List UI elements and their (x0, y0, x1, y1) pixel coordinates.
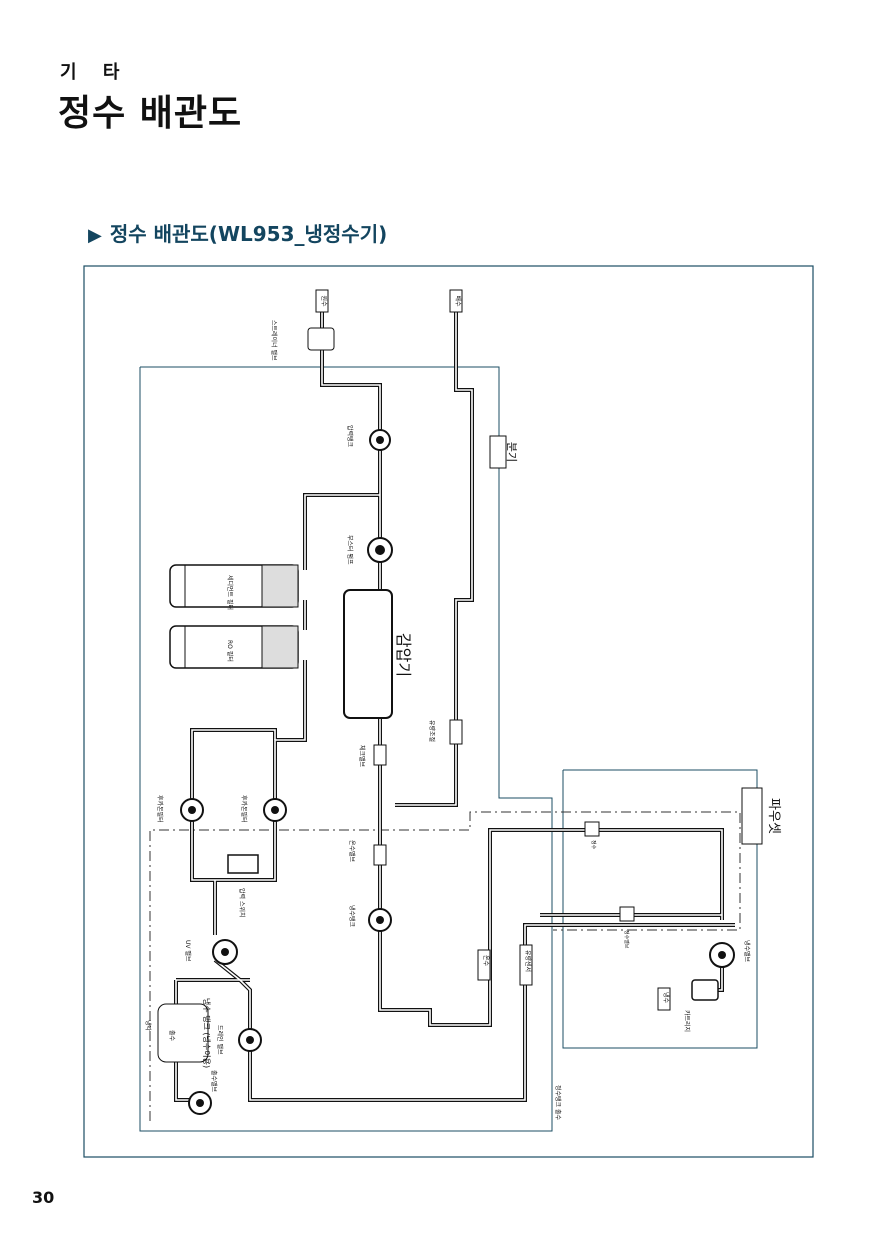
flow-sensor-label: 유량센서 (524, 950, 532, 972)
uv-valve: UV 밸브 (184, 939, 238, 965)
out-label: 출수 (168, 1030, 176, 1042)
pressure-switch: 압력 스위치 (227, 854, 259, 918)
cold-water-box (657, 987, 671, 1011)
pipes-core (175, 310, 735, 1101)
svg-text:드레인 밸브: 드레인 밸브 (216, 1025, 224, 1055)
tank-box: 냉수 탱크 (냉수이용) 냉각 (144, 998, 212, 1068)
solenoid-valve-body (307, 327, 335, 351)
check-valve: 체크밸브 (358, 744, 387, 768)
cold-water-label: 냉수 (662, 992, 670, 1004)
solenoid-valve-label: 스트레이너 밸브 (270, 320, 278, 361)
svg-text:UV 밸브: UV 밸브 (184, 940, 192, 962)
reducer: 감압기 (343, 589, 413, 719)
page-title: 정수 배관도 (58, 93, 243, 134)
svg-text:냉수밸브: 냉수밸브 (743, 940, 751, 963)
fitting-2 (619, 906, 635, 922)
bottom-label: 정수탱크 출수 (554, 1085, 562, 1121)
svg-text:부스터 펌프: 부스터 펌프 (346, 535, 354, 565)
svg-text:카트리지: 카트리지 (683, 1010, 691, 1032)
svg-text:세디먼트 필터: 세디먼트 필터 (226, 575, 234, 610)
svg-text:후카본필터: 후카본필터 (156, 795, 164, 823)
raw-water-box (315, 289, 329, 313)
svg-text:감압기: 감압기 (394, 633, 413, 677)
drain-valve: 드레인 밸브 (216, 1025, 262, 1055)
faucet-label: 파우셋 (766, 798, 781, 834)
svg-text:후카본필터: 후카본필터 (240, 795, 248, 823)
drain-box (449, 289, 463, 313)
section-subtitle: ▶ 정수 배관도(WL953_냉정수기) (88, 218, 387, 247)
svg-text:체크밸브: 체크밸브 (358, 745, 366, 768)
flow-valve: 유량조절 (428, 719, 463, 745)
svg-text:냉수탱크: 냉수탱크 (348, 905, 356, 928)
purified-water-label: 정수 (590, 840, 597, 850)
svg-text:RO 필터: RO 필터 (226, 640, 234, 662)
flow-sensor-box (519, 944, 533, 986)
pressure-tank-valve: 압력탱크 (346, 425, 391, 451)
dashed-cold-area (149, 811, 741, 1121)
raw-water-label: 원수 (320, 295, 328, 307)
sediment-filter: 세디먼트 필터 (169, 564, 299, 610)
ro-filter: RO 필터 (169, 625, 299, 669)
booster-pump: 부스터 펌프 (346, 535, 393, 565)
drain-label: 배수 (454, 295, 462, 307)
faucet-box (741, 787, 763, 845)
outlet-valve: 출수밸브 (188, 1070, 218, 1115)
post-carbon-valve-1: 후카본필터 (156, 795, 204, 823)
purified-valve-label: 정수밸브 (623, 930, 630, 949)
hot-water-box (477, 949, 491, 981)
product-enclosure (139, 366, 553, 1132)
section-subtitle-text: 정수 배관도(WL953_냉정수기) (109, 222, 388, 246)
svg-text:유량조절: 유량조절 (428, 720, 436, 742)
svg-text:온수밸브: 온수밸브 (348, 840, 356, 863)
svg-text:출수밸브: 출수밸브 (210, 1070, 218, 1093)
bypass-label: 분기 (505, 442, 518, 462)
cartridge: 카트리지 (683, 979, 719, 1032)
svg-text:압력탱크: 압력탱크 (346, 425, 354, 448)
cold-tank-valve: 냉수탱크 (348, 905, 392, 932)
bypass-box (489, 435, 507, 469)
svg-text:냉수 탱크 (냉수이용): 냉수 탱크 (냉수이용) (202, 998, 212, 1068)
fitting-1 (584, 821, 600, 837)
triangle-bullet-icon: ▶ (88, 225, 102, 246)
cold-out-valve: 냉수밸브 (709, 940, 751, 968)
hot-water-label: 온수 (482, 955, 489, 967)
svg-text:압력 스위치: 압력 스위치 (238, 888, 246, 918)
faucet-enclosure (562, 769, 758, 1049)
post-carbon-valve-2: 후카본필터 (240, 795, 287, 823)
page-number: 30 (32, 1188, 55, 1207)
diagram-frame (83, 265, 814, 1158)
hot-valve: 온수밸브 (348, 840, 387, 866)
svg-text:냉각: 냉각 (144, 1020, 152, 1032)
category-label: 기 타 (60, 62, 130, 83)
